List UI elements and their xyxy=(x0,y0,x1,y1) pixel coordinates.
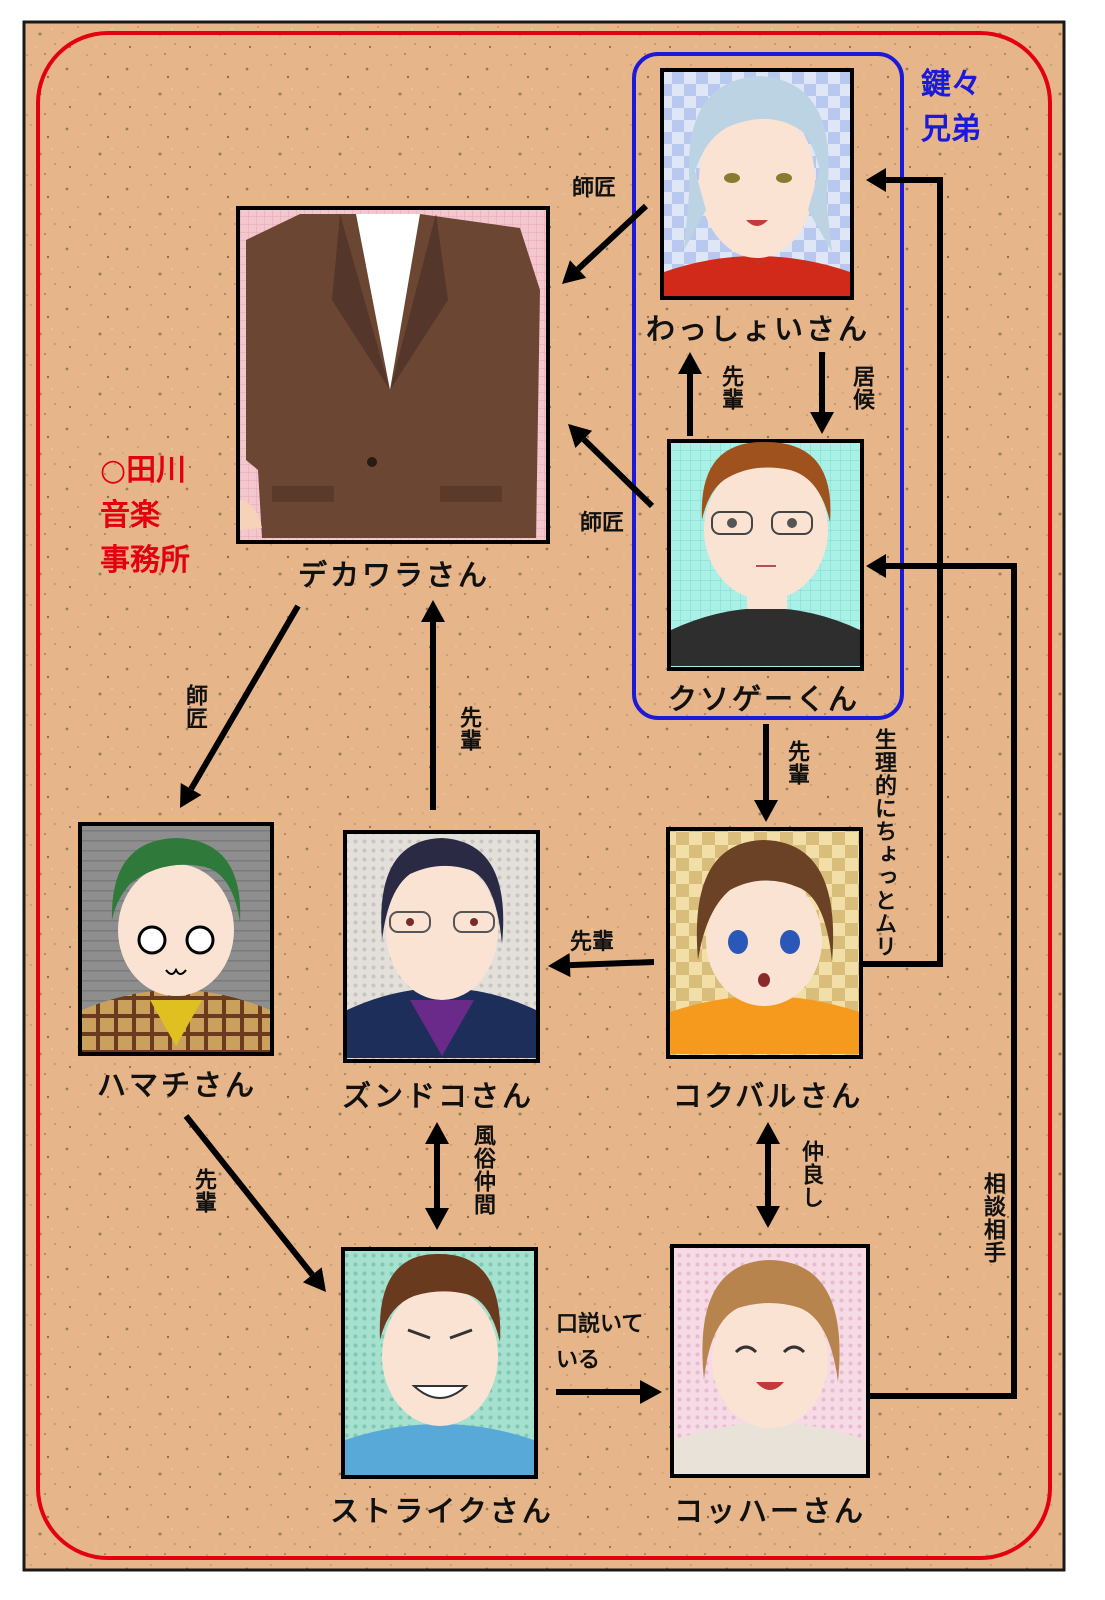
brothers-group-border xyxy=(632,52,904,720)
relation-label-koppa-kusoge: 相談相手 xyxy=(980,1172,1005,1264)
relation-label-hamachi-strike: 先輩 xyxy=(191,1168,216,1214)
name-strike: ストライクさん xyxy=(330,1494,554,1528)
relation-label-zundoko-dekawara: 先輩 xyxy=(456,706,481,752)
arrowhead-to-kusoge xyxy=(866,554,886,578)
arrowhead-kokubaru-koppa xyxy=(756,1206,780,1228)
arrow-koppa-to-kusoge xyxy=(870,563,1017,1399)
relation-label-wassyoi-dekawara: 師匠 xyxy=(572,176,617,201)
arrow-kusoge-dekawara xyxy=(581,437,655,509)
arrowhead-hamachi-strike xyxy=(302,1267,326,1292)
name-hamachi: ハマチさん xyxy=(96,1068,258,1102)
portrait-hamachi xyxy=(78,822,274,1056)
relation-label-kusoge-dekawara: 師匠 xyxy=(580,511,625,536)
relation-label-zundoko-strike: 風俗仲間 xyxy=(470,1124,495,1216)
arrowhead-zundoko-strike-reverse xyxy=(425,1122,449,1144)
arrow-kokubaru-to-wassyoi xyxy=(862,177,943,967)
name-koppa: コッハーさん xyxy=(673,1494,867,1528)
arrowhead-to-wassyoi xyxy=(866,168,886,192)
name-kusoge: クソゲーくん xyxy=(667,682,861,716)
arrowhead-wassyoi-kusoge xyxy=(810,412,834,434)
relation-label-dekawara-hamachi: 師匠 xyxy=(182,684,207,730)
portrait-koppa xyxy=(670,1244,870,1478)
relation-arrows xyxy=(180,168,1017,1404)
name-dekawara: デカワラさん xyxy=(297,558,491,592)
arrow-wassyoi-dekawara xyxy=(576,203,649,272)
relation-label-kokubaru-wassyoi: 生理的にちょっとムリ xyxy=(871,728,896,958)
relation-label-kokubaru-koppa: 仲良し xyxy=(798,1140,823,1209)
name-wassyoi: わっしょいさん xyxy=(645,312,871,346)
relation-label-kusoge-kokubaru: 先輩 xyxy=(784,740,809,786)
portrait-dekawara xyxy=(236,206,550,544)
arrow-hamachi-strike xyxy=(183,1114,315,1277)
relation-label-kusoge-wassyoi: 先輩 xyxy=(718,365,743,411)
relation-label-kokubaru-zundoko: 先輩 xyxy=(570,930,615,955)
relation-label-strike-koppa-1: 口説いて xyxy=(556,1312,644,1337)
portrait-strike xyxy=(341,1247,538,1479)
arrowhead-dekawara-hamachi xyxy=(180,782,202,808)
name-zundoko: ズンドコさん xyxy=(341,1079,535,1113)
portrait-kusoge xyxy=(667,439,864,671)
relation-label-strike-koppa-2: いる xyxy=(556,1348,601,1373)
arrowhead-kokubaru-koppa-reverse xyxy=(756,1122,780,1144)
arrow-dekawara-hamachi xyxy=(188,604,301,791)
arrowhead-zundoko-strike xyxy=(425,1208,449,1230)
arrowhead-kusoge-dekawara xyxy=(568,424,593,448)
portrait-kokubaru xyxy=(666,827,863,1059)
arrowhead-strike-koppa xyxy=(640,1380,662,1404)
arrowhead-kusoge-wassyoi xyxy=(678,352,702,374)
arrowhead-kokubaru-zundoko xyxy=(548,953,571,978)
arrow-kokubaru-zundoko xyxy=(569,959,655,969)
agency-group-label: ○田川 音楽 事務所 xyxy=(100,453,190,578)
arrowhead-wassyoi-dekawara xyxy=(562,260,587,284)
name-kokubaru: コクバルさん xyxy=(672,1079,864,1113)
arrowhead-kusoge-kokubaru xyxy=(754,800,778,822)
portrait-wassyoi xyxy=(660,68,854,300)
portrait-zundoko xyxy=(343,830,540,1063)
relation-label-wassyoi-kusoge: 居候 xyxy=(849,365,874,411)
agency-group-border xyxy=(36,31,1052,1560)
brothers-group-label: 鍵々 兄弟 xyxy=(921,67,981,147)
arrowhead-zundoko-dekawara xyxy=(421,600,445,622)
